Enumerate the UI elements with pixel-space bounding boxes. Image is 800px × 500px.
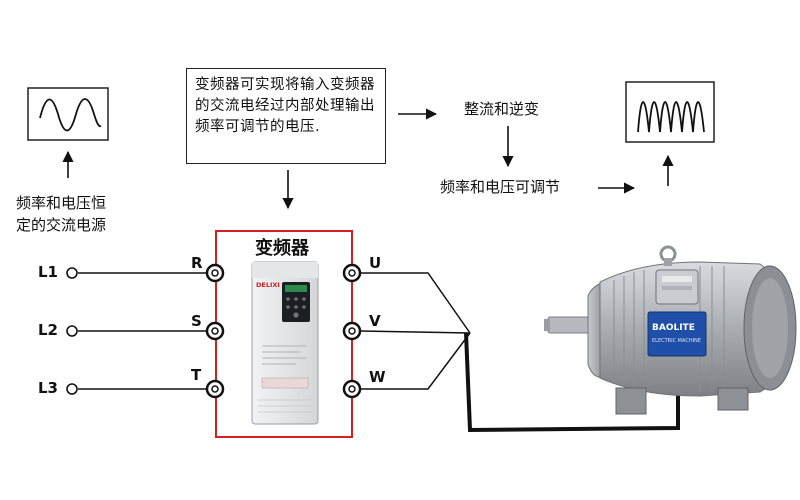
- output-waveform-box: [625, 81, 715, 143]
- terminal-w-label: W: [369, 368, 386, 386]
- motor-nameplate: [647, 311, 707, 357]
- input-sine-wave: [39, 98, 102, 132]
- input-l1-label: L1: [38, 263, 58, 281]
- input-source-label-line1: 频率和电压恒: [16, 194, 107, 212]
- terminal-u: [342, 263, 362, 283]
- inverter-device-image: DELIXI: [251, 261, 319, 425]
- input-terminals: [205, 263, 225, 399]
- terminal-s-label: S: [191, 312, 202, 330]
- output-sine-wave: [637, 101, 705, 133]
- input-l2-label: L2: [38, 321, 58, 339]
- description-text: 变频器可实现将输入变频器的交流电经过内部处理输出频率可调节的电压.: [195, 77, 375, 135]
- motor-foot-left: [615, 387, 647, 415]
- terminal-v-label: V: [369, 312, 381, 330]
- input-wires: [78, 272, 208, 390]
- output-wires: [359, 272, 471, 390]
- terminal-t: [205, 379, 225, 399]
- terminal-w: [342, 379, 362, 399]
- input-nodes: [66, 267, 78, 395]
- description-box: 变频器可实现将输入变频器的交流电经过内部处理输出频率可调节的电压.: [186, 68, 386, 164]
- terminal-r: [205, 263, 225, 283]
- rectify-invert-label: 整流和逆变: [464, 100, 540, 118]
- terminal-u-label: U: [369, 254, 382, 272]
- terminal-s: [205, 321, 225, 341]
- motor-foot-right: [717, 387, 749, 411]
- input-l3-label: L3: [38, 379, 58, 397]
- terminal-t-label: T: [191, 366, 202, 384]
- inverter-brand-logo: DELIXI: [256, 281, 280, 289]
- inverter-title: 变频器: [255, 238, 309, 259]
- motor-image: BAOLITE ELECTRIC MACHINE: [544, 245, 797, 415]
- motor-cable: [464, 332, 680, 433]
- terminal-r-label: R: [191, 254, 203, 272]
- input-source-label-line2: 定的交流电源: [16, 216, 107, 234]
- motor-brand-logo: BAOLITE: [652, 323, 695, 333]
- adjustable-label: 频率和电压可调节: [440, 178, 561, 196]
- input-waveform-box: [27, 87, 109, 141]
- motor-brand-sub: ELECTRIC MACHINE: [652, 338, 701, 344]
- terminal-v: [342, 321, 362, 341]
